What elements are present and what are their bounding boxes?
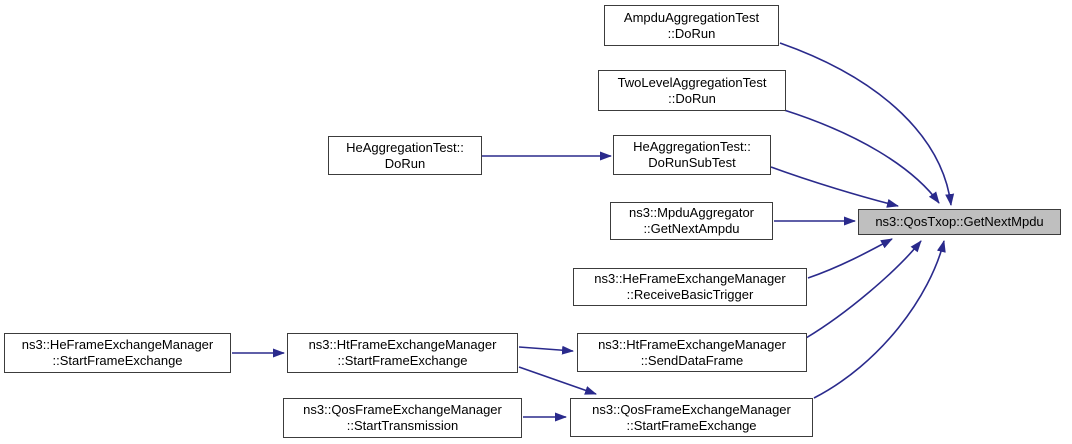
node-label-line1: ns3::MpduAggregator	[628, 205, 755, 220]
node-label-line1: TwoLevelAggregationTest	[617, 74, 767, 90]
node-qos-frame-exchange-manager-startframeexchange[interactable]: ns3::QosFrameExchangeManager ::StartFram…	[570, 398, 813, 437]
node-label-line1: ns3::QosFrameExchangeManager	[303, 402, 502, 417]
node-label-line1: ns3::QosFrameExchangeManager	[592, 401, 791, 417]
node-qos-txop-getnextmpdu: ns3::QosTxop::GetNextMpdu	[858, 209, 1061, 235]
node-label-line2: DoRun	[384, 155, 426, 171]
node-he-frame-exchange-manager-receivebasictrigger[interactable]: ns3::HeFrameExchangeManager ::ReceiveBas…	[573, 268, 807, 306]
node-label-line2: ::StartFrameExchange	[52, 353, 183, 368]
node-label-line2: ::SendDataFrame	[640, 352, 744, 368]
node-label-line1: ns3::HeFrameExchangeManager	[21, 337, 214, 352]
edge-senddataframe-to-getnextmpdu	[805, 240, 922, 339]
node-mpdu-aggregator-getnextampdu[interactable]: ns3::MpduAggregator ::GetNextAmpdu	[610, 202, 773, 240]
node-ampdu-aggregation-test-dorun[interactable]: AmpduAggregationTest ::DoRun	[604, 5, 779, 46]
node-he-aggregation-test-dorun[interactable]: HeAggregationTest:: DoRun	[328, 136, 482, 175]
node-he-frame-exchange-manager-startframeexchange[interactable]: ns3::HeFrameExchangeManager ::StartFrame…	[4, 333, 231, 373]
node-qos-frame-exchange-manager-starttransmission[interactable]: ns3::QosFrameExchangeManager ::StartTran…	[283, 398, 522, 438]
node-label-line1: ns3::QosTxop::GetNextMpdu	[875, 214, 1044, 229]
node-label-line2: ::GetNextAmpdu	[643, 221, 740, 236]
node-label-line1: ns3::HeFrameExchangeManager	[594, 271, 786, 286]
node-label-line2: ::DoRun	[668, 90, 716, 106]
node-label-line1: HeAggregationTest::	[346, 139, 464, 155]
edge-qosfemstartframeexchange-to-getnextmpdu	[813, 240, 946, 399]
node-label-line1: ns3::HtFrameExchangeManager	[308, 337, 497, 352]
node-two-level-aggregation-test-dorun[interactable]: TwoLevelAggregationTest ::DoRun	[598, 70, 786, 111]
node-label-line1: HeAggregationTest::	[633, 139, 751, 154]
edge-htfemsfe-to-senddataframe	[518, 345, 574, 355]
node-label-line2: ::StartFrameExchange	[337, 353, 468, 368]
node-he-aggregation-test-dorunsubtest[interactable]: HeAggregationTest:: DoRunSubTest	[613, 135, 771, 175]
edge-receivebasictrigger-to-getnextmpdu	[807, 238, 893, 279]
node-ht-frame-exchange-manager-senddataframe[interactable]: ns3::HtFrameExchangeManager ::SendDataFr…	[577, 333, 807, 372]
node-label-line2: DoRunSubTest	[648, 155, 736, 170]
node-label-line1: AmpduAggregationTest	[623, 9, 760, 25]
node-label-line1: ns3::HtFrameExchangeManager	[598, 336, 786, 352]
node-label-line2: ::StartTransmission	[346, 418, 459, 433]
edge-ampdudorun-to-getnextmpdu	[779, 42, 955, 206]
edge-dorunsubtest-to-getnextmpdu	[770, 166, 899, 208]
node-label-line2: ::StartFrameExchange	[626, 417, 757, 433]
node-label-line2: ::ReceiveBasicTrigger	[626, 287, 754, 302]
node-label-line2: ::DoRun	[667, 25, 716, 41]
node-ht-frame-exchange-manager-startframeexchange[interactable]: ns3::HtFrameExchangeManager ::StartFrame…	[287, 333, 518, 373]
edge-twoleveldorun-to-getnextmpdu	[783, 109, 940, 204]
edge-htfemsfe-to-qosfemsfe	[518, 366, 597, 395]
